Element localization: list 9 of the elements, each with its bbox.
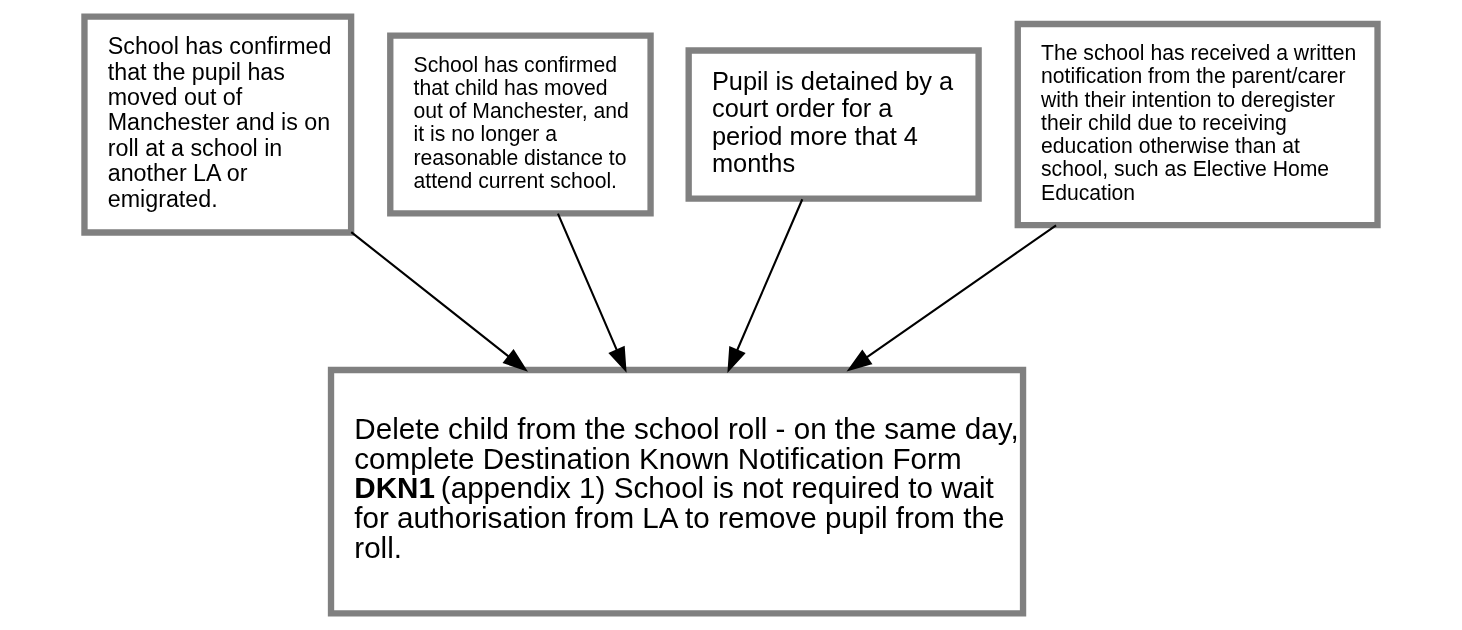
arrow xyxy=(727,198,804,373)
arrow xyxy=(846,224,1057,372)
node-box: School has confirmed that child has moved out of Manchester, and it is no longer a reasonable distance to attend current school. xyxy=(387,32,654,217)
node-box: The school has received a written notification from the parent/carer with their intention to deregister their child due to receiving education otherwise than at school, such as Elective Home Education xyxy=(1014,20,1381,229)
arrow xyxy=(556,213,627,373)
node-box: Delete child from the school roll - on the same day, complete Destination Known Notification Form DKN1 (appendix 1) School is not required to wait for authorisation from LA to remove pupil from the roll. xyxy=(327,366,1027,617)
node-box: Pupil is detained by a court order for a period more that 4 months xyxy=(685,47,982,202)
node-box: School has confirmed that the pupil has moved out of Manchester and is on roll at a school in another LA or emigrated. xyxy=(81,13,355,236)
arrow xyxy=(350,231,528,372)
